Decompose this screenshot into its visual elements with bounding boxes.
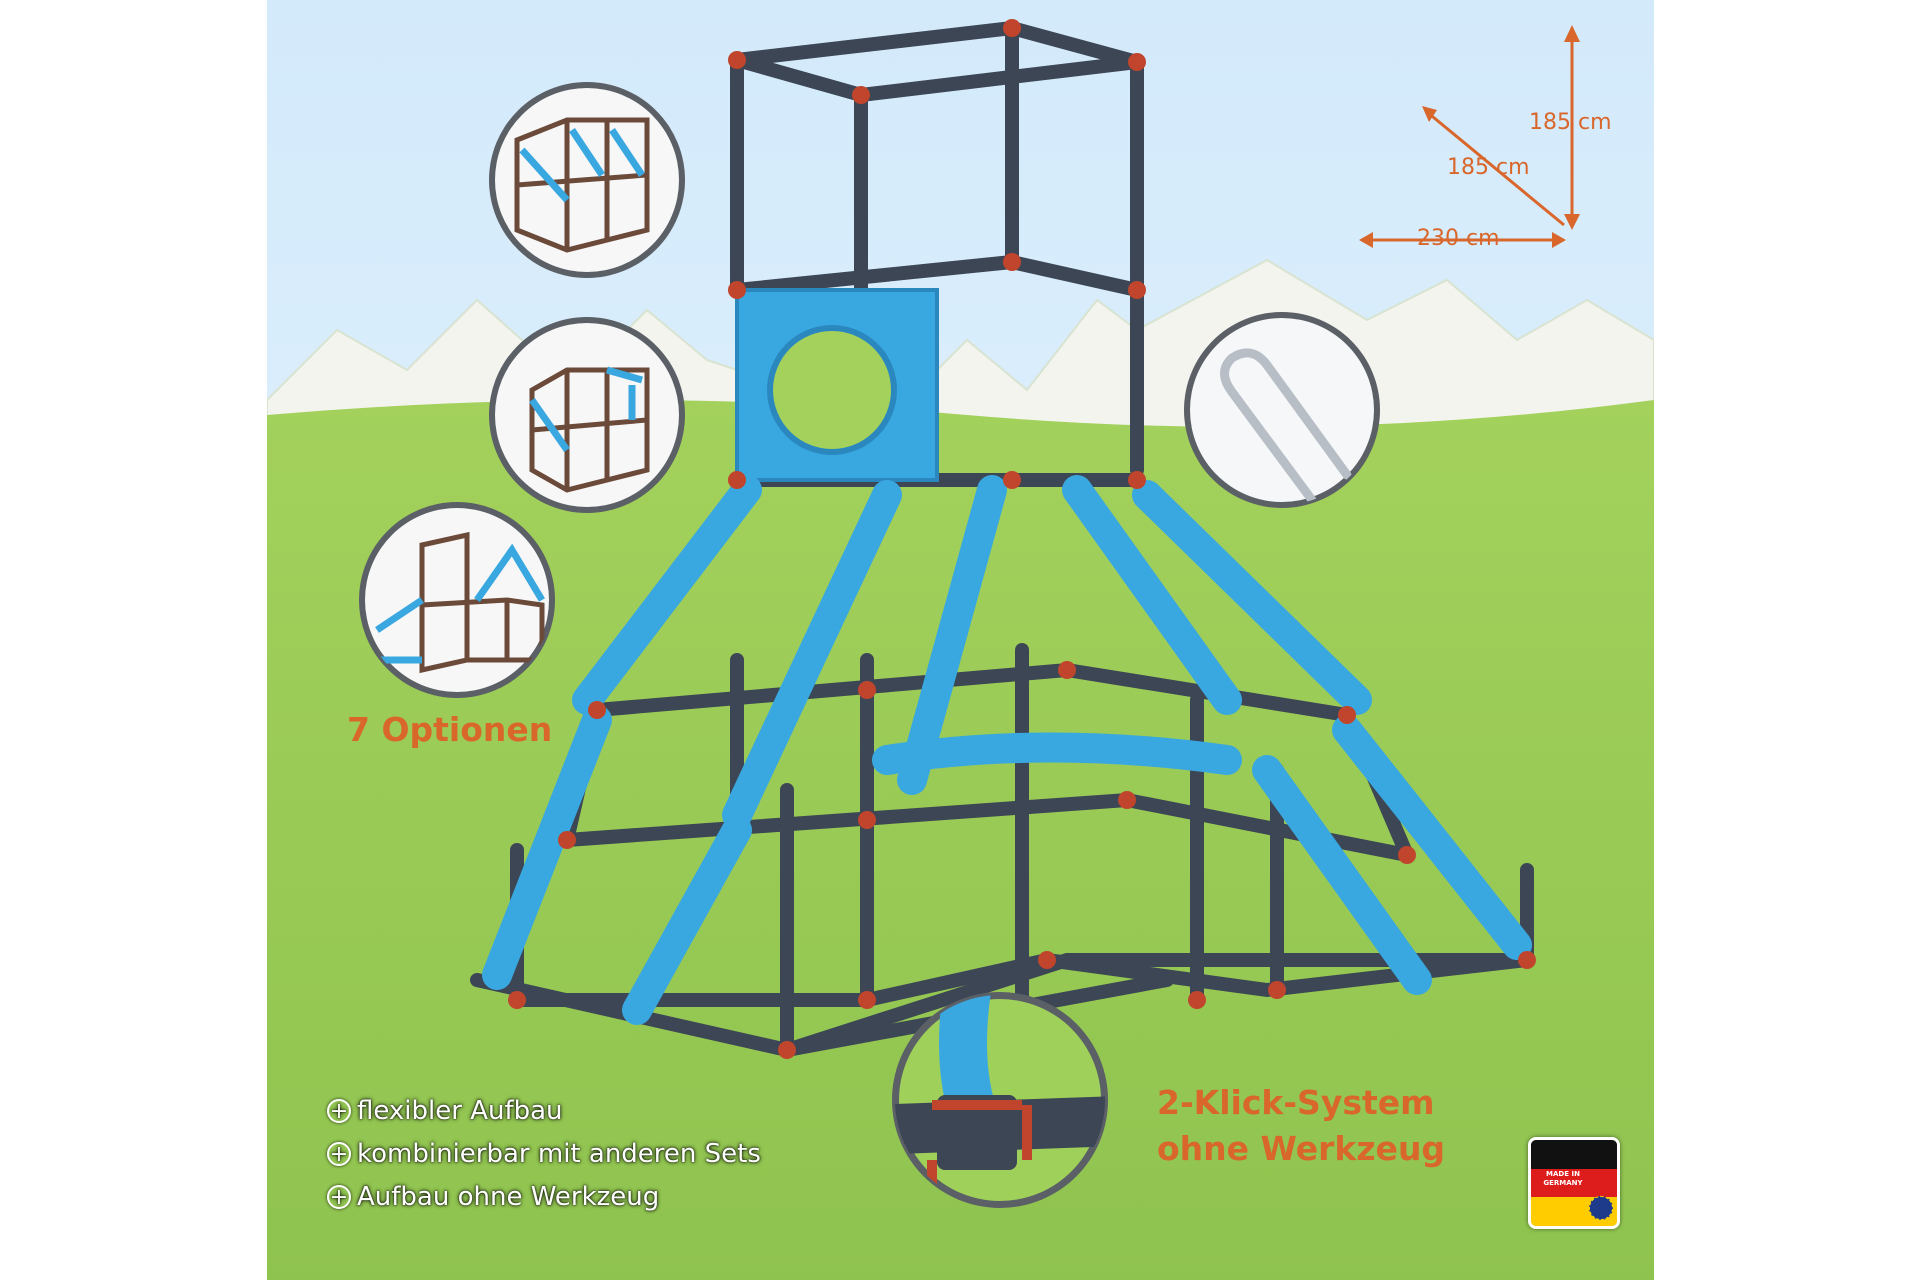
feature-text: flexibler Aufbau: [357, 1096, 563, 1126]
ground-anchor-icon: [1184, 312, 1380, 508]
feature-text: Aufbau ohne Werkzeug: [357, 1182, 660, 1212]
grass-background: [267, 400, 1654, 1280]
product-image: 185 cm 185 cm 230 cm 7 Optionen 2-Klick-…: [267, 0, 1654, 1280]
feature-item: + flexibler Aufbau: [327, 1096, 563, 1126]
made-in-germany-badge: MADE IN GERMANY: [1528, 1137, 1620, 1229]
feature-text: kombinierbar mit anderen Sets: [357, 1139, 761, 1169]
eu-stars-icon: [1589, 1196, 1613, 1220]
option-1-icon: [489, 82, 685, 278]
dimension-arrows: [1359, 25, 1580, 248]
climbing-frame: [470, 19, 1536, 1059]
plus-icon: +: [327, 1185, 351, 1209]
click-system-line1: 2-Klick-System: [1157, 1083, 1435, 1122]
plus-icon: +: [327, 1099, 351, 1123]
feature-item: + Aufbau ohne Werkzeug: [327, 1182, 659, 1212]
climbing-frame-scene: [267, 0, 1654, 1280]
option-2-icon: [489, 317, 685, 513]
plus-icon: +: [327, 1142, 351, 1166]
connector-closeup-icon: [892, 992, 1108, 1208]
germany-flag-icon: [1531, 1140, 1617, 1169]
height-dimension-label: 185 cm: [1529, 110, 1612, 135]
options-label: 7 Optionen: [347, 710, 553, 749]
click-system-label: 2-Klick-System ohne Werkzeug: [1157, 1080, 1445, 1172]
width-dimension-label: 230 cm: [1417, 226, 1500, 251]
depth-dimension-label: 185 cm: [1447, 155, 1530, 180]
option-3-icon: [359, 502, 555, 698]
click-system-line2: ohne Werkzeug: [1157, 1129, 1446, 1168]
badge-text: MADE IN GERMANY: [1543, 1170, 1583, 1187]
feature-item: + kombinierbar mit anderen Sets: [327, 1139, 761, 1169]
